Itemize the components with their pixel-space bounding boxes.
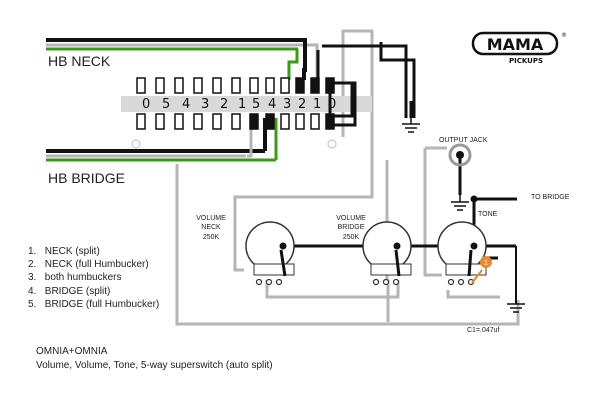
list-item: 1. NECK (split)	[28, 246, 100, 257]
superswitch	[121, 96, 372, 149]
position-legend: 1. NECK (split) 2. NECK (full Humbucker)…	[28, 245, 159, 311]
switch-terminal	[325, 113, 335, 130]
caption-title: OMNIA+OMNIA	[36, 346, 108, 357]
switch-numbers: 0 5 4 3 2 1 5 4 3 2 1 0	[142, 97, 336, 112]
volume-neck-value: 250K	[203, 234, 220, 241]
switch-terminal	[193, 77, 203, 94]
volume-neck-label: VOLUME	[196, 215, 226, 222]
list-item: 4. BRIDGE (split)	[28, 285, 111, 297]
output-jack-label: OUTPUT JACK	[439, 137, 488, 144]
volume-bridge-pot	[362, 221, 412, 276]
switch-terminal	[231, 113, 241, 130]
switch-terminal	[231, 77, 241, 94]
switch-number: 5	[252, 97, 260, 112]
switch-terminal	[310, 77, 320, 94]
switch-number: 4	[182, 97, 190, 112]
list-item: 5. BRIDGE (full Humbucker)	[28, 298, 160, 310]
switch-terminals	[136, 77, 335, 130]
tone-pot	[437, 221, 487, 276]
wiring-caption: OMNIA+OMNIA Volume, Volume, Tone, 5-way …	[36, 345, 273, 373]
capacitor-label: C1=.047uf	[467, 327, 500, 334]
switch-terminal	[136, 113, 146, 130]
switch-plate	[121, 96, 372, 112]
bridge-pickup-cable	[46, 118, 278, 162]
pot-lugs	[255, 278, 475, 286]
switch-terminal	[265, 77, 275, 94]
switch-mount-hole	[131, 139, 141, 149]
switch-terminal	[136, 77, 146, 94]
switch-number: 4	[268, 97, 276, 112]
bridge-pickup-label: HB BRIDGE	[48, 170, 125, 186]
svg-text:®: ®	[561, 32, 567, 39]
switch-number: 3	[201, 97, 209, 112]
caption-subtitle: Volume, Volume, Tone, 5-way superswitch …	[36, 360, 273, 371]
switch-terminal	[295, 77, 305, 94]
ground-symbol	[507, 246, 525, 313]
ground-symbol	[451, 195, 469, 211]
ground-symbol	[402, 118, 420, 133]
switch-terminal	[155, 77, 165, 94]
tone-label: TONE	[478, 211, 498, 218]
switch-terminal	[295, 113, 305, 130]
switch-terminal	[310, 113, 320, 130]
switch-number: 0	[142, 97, 150, 112]
ground-wires	[175, 29, 520, 326]
list-item: 3. both humbuckers	[28, 272, 122, 284]
switch-mount-hole	[327, 139, 337, 149]
switch-terminal	[155, 113, 165, 130]
volume-neck-label-2: NECK	[201, 224, 221, 231]
svg-text:PICKUPS: PICKUPS	[509, 57, 543, 65]
switch-terminal	[174, 113, 184, 130]
list-item: 2. NECK (full Humbucker)	[28, 259, 149, 271]
volume-neck-pot	[245, 221, 295, 276]
volume-bridge-label-2: BRIDGE	[338, 224, 365, 231]
switch-terminal	[212, 77, 222, 94]
switch-number: 3	[283, 97, 291, 112]
solder-joints	[279, 195, 478, 250]
switch-number: 2	[220, 97, 228, 112]
switch-terminal	[280, 77, 290, 94]
switch-terminal	[325, 77, 335, 94]
switch-number: 5	[162, 97, 170, 112]
switch-number: 0	[328, 97, 336, 112]
mama-pickups-logo: MAMA PICKUPS ®	[471, 31, 567, 65]
switch-terminal	[212, 113, 222, 130]
neck-pickup-label: HB NECK	[48, 53, 111, 69]
switch-terminal	[280, 113, 290, 130]
volume-bridge-value: 250K	[343, 234, 360, 241]
svg-text:1: 1	[484, 260, 488, 267]
switch-terminal	[193, 113, 203, 130]
capacitor: 1	[471, 256, 492, 284]
to-bridge-label: TO BRIDGE	[531, 194, 570, 201]
svg-text:MAMA: MAMA	[487, 35, 544, 54]
switch-number: 2	[298, 97, 306, 112]
switch-terminal	[249, 77, 259, 94]
switch-number: 1	[313, 97, 321, 112]
switch-number: 1	[238, 97, 246, 112]
switch-terminal	[265, 113, 275, 130]
output-jack	[448, 143, 472, 167]
switch-terminal	[249, 113, 259, 130]
switch-terminal	[174, 77, 184, 94]
volume-bridge-label: VOLUME	[336, 215, 366, 222]
lug-jumper-wires	[279, 249, 473, 277]
